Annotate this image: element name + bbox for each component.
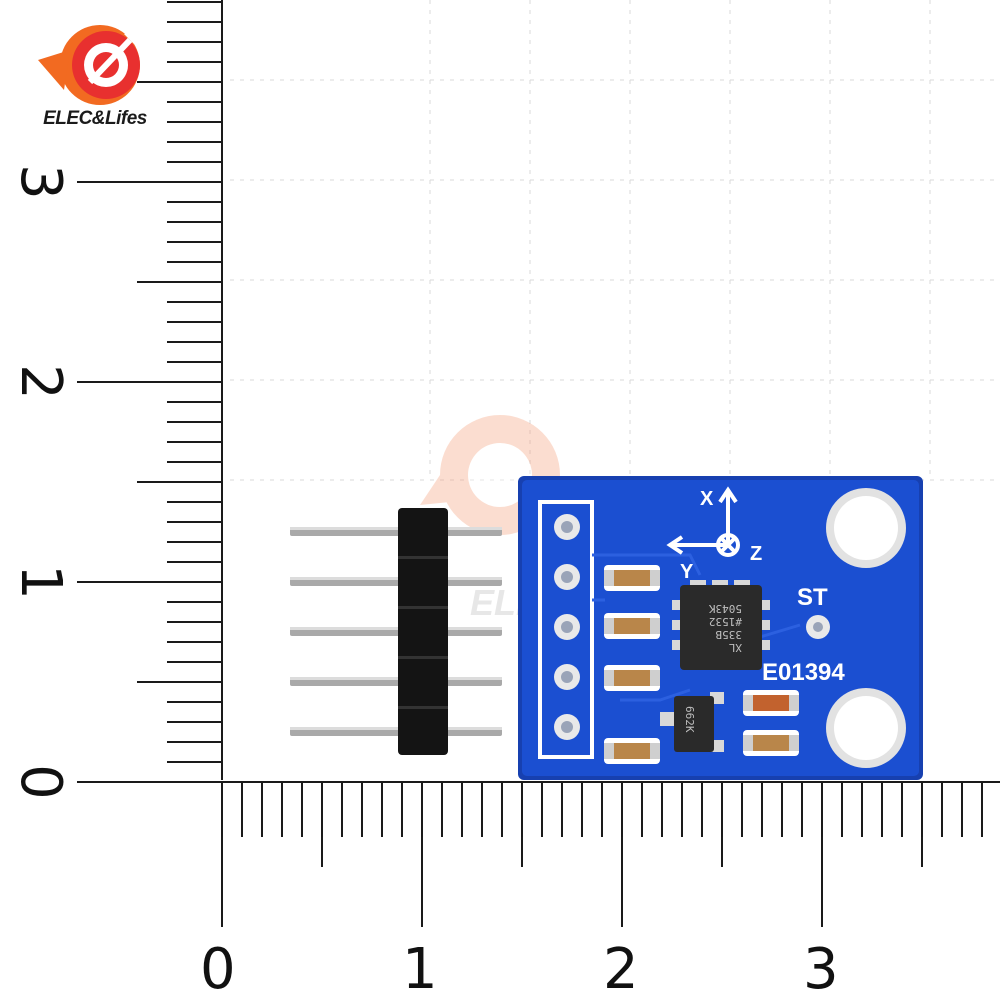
background-grid (230, 0, 1000, 481)
vertical-ruler (77, 0, 223, 783)
accelerometer-board: X Z Y ST XL 335B #1532 5043K E013 (518, 476, 923, 780)
accelerometer-chip: XL 335B #1532 5043K (672, 580, 770, 670)
chip-marking-2: 335B (715, 628, 742, 641)
h-ruler-label-0: 0 (200, 937, 236, 1002)
pin-pads (554, 514, 580, 740)
y-axis-label: Y (680, 561, 694, 583)
x-axis-label: X (700, 488, 714, 510)
v-ruler-label-3: 3 (7, 164, 73, 200)
axis-indicator (666, 486, 740, 557)
h-ruler-label-2: 2 (603, 937, 639, 1002)
regulator-marking: 662K (683, 706, 696, 733)
brand-logo-icon (38, 25, 140, 105)
v-ruler-label-1: 1 (7, 564, 73, 600)
chip-marking-3: #1532 (709, 615, 742, 628)
pin-header (290, 508, 502, 755)
v-ruler-label-0: 0 (7, 764, 73, 800)
voltage-regulator: 662K (660, 692, 724, 752)
model-label: E01394 (762, 659, 845, 686)
brand-logo-text: ELEC&Lifes (30, 108, 160, 130)
chip-marking-1: XL (728, 641, 742, 654)
self-test-label: ST (797, 584, 828, 611)
horizontal-ruler (221, 781, 1000, 927)
brand-logo: ELEC&Lifes (30, 20, 160, 135)
z-axis-label: Z (750, 543, 762, 565)
v-ruler-label-2: 2 (7, 364, 73, 400)
h-ruler-label-3: 3 (803, 937, 839, 1002)
smd-components (604, 565, 799, 764)
chip-marking-4: 5043K (709, 602, 742, 615)
h-ruler-label-1: 1 (402, 937, 438, 1002)
brand-logo-text-dark: ELEC&Lifes (43, 108, 147, 129)
